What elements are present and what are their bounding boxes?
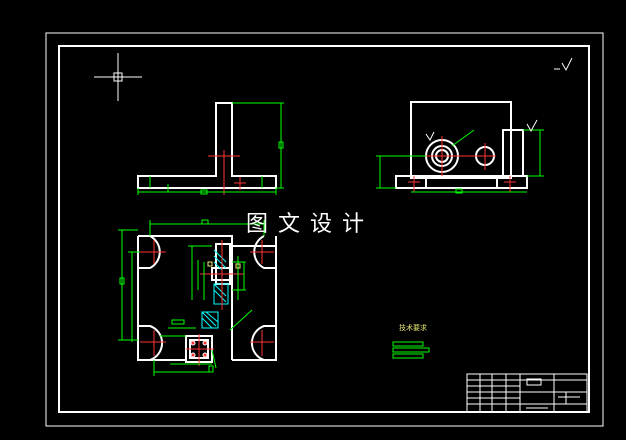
- crosshair-cursor-icon: [94, 53, 142, 101]
- title-block: [466, 373, 588, 413]
- inner-border: [58, 45, 590, 413]
- top-view: [118, 219, 277, 376]
- section-hatch: [201, 249, 229, 329]
- outer-border: [45, 32, 604, 427]
- side-roughness-icon: [425, 119, 538, 141]
- roughness-symbol-icon: [554, 57, 573, 72]
- front-view: [137, 102, 284, 195]
- watermark-text: 图文设计: [246, 212, 375, 237]
- side-view: [376, 101, 544, 194]
- tech-requirements-label: 技术要求: [399, 324, 427, 332]
- tech-requirements-lines: [392, 341, 430, 359]
